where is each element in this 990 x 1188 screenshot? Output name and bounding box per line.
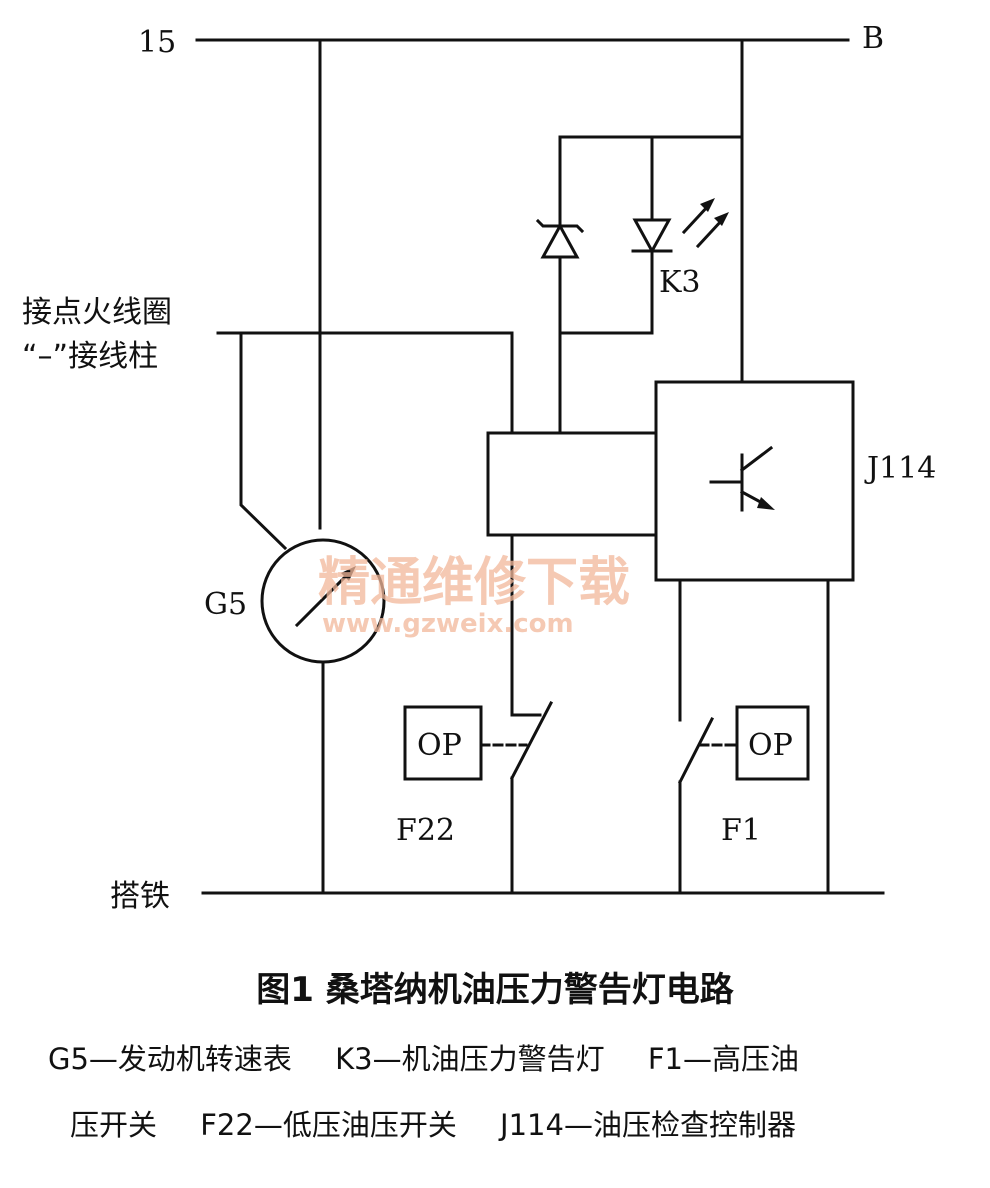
label-op-left: OP [417, 728, 462, 763]
f1-pressure-sensor [735, 705, 810, 781]
label-j114: J114 [864, 451, 936, 486]
figure-legend-line-1: G5—发动机转速表 K3—机油压力警告灯 F1—高压油 [48, 1036, 990, 1078]
j114-controller [654, 380, 855, 582]
transistor-icon [709, 445, 775, 512]
j114-relay-box [486, 431, 658, 537]
figure-caption-title: 图1 桑塔纳机油压力警告灯电路 [256, 970, 734, 1010]
zener-diode-bar [535, 218, 585, 234]
label-f1: F1 [721, 813, 761, 848]
legend-f22: F22—低压油压开关 [200, 1108, 457, 1142]
label-15: 15 [138, 25, 176, 60]
f1-switch-blade [677, 716, 715, 785]
label-g5: G5 [204, 587, 247, 622]
k3-light-arrow-1-icon [700, 198, 715, 212]
k3-light-arrow-2-icon [714, 212, 729, 226]
label-op-right: OP [748, 728, 793, 763]
f22-pressure-sensor [403, 705, 483, 781]
legend-f1-part2: 压开关 [70, 1108, 158, 1142]
k3-led-icon [632, 218, 672, 255]
label-ignition-coil-1: 接点火线圈 [22, 295, 172, 330]
label-b: B [862, 21, 884, 56]
k3-light-ray-1 [681, 202, 712, 235]
k3-light-ray-2 [695, 216, 726, 249]
label-ground: 搭铁 [110, 879, 170, 914]
legend-j114: J114—油压检查控制器 [500, 1108, 796, 1142]
watermark-text: 精通维修下载 [318, 553, 630, 613]
circuit-diagram: 15 B 搭铁 接点火线圈 “–”接线柱 G5 K3 J114 [22, 21, 936, 914]
legend-f1-part1: F1—高压油 [647, 1042, 799, 1076]
legend-g5: G5—发动机转速表 [48, 1042, 292, 1076]
g5-signal-wire [239, 331, 288, 551]
label-f22: F22 [396, 813, 455, 848]
f22-switch-blade [509, 700, 554, 781]
label-ignition-coil-2: “–”接线柱 [22, 339, 158, 374]
g5-needle-arrow-icon [341, 566, 356, 581]
zener-diode-icon [540, 222, 580, 259]
label-k3: K3 [659, 265, 701, 300]
g5-needle [294, 571, 351, 628]
watermark-url: www.gzweix.com [322, 609, 574, 639]
figure-legend-line-2: 压开关 F22—低压油压开关 J114—油压检查控制器 [70, 1102, 990, 1144]
legend-k3: K3—机油压力警告灯 [335, 1042, 605, 1076]
